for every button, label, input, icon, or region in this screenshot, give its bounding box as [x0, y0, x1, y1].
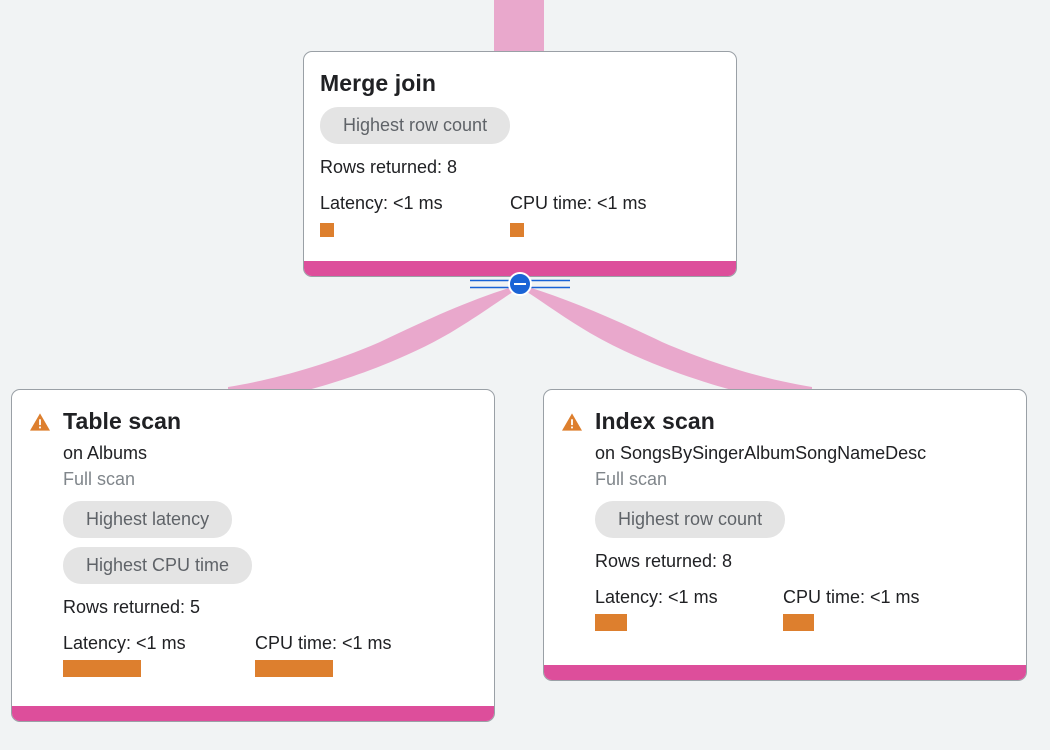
table-scan-cpu-label: CPU time: <1 ms: [255, 633, 392, 653]
table-scan-scan-type: Full scan: [63, 469, 136, 489]
index-scan-cpu-metric: CPU time: <1 ms: [783, 585, 920, 631]
index-scan-accent-bar: [544, 665, 1026, 680]
edge-parent-inbound: [494, 0, 544, 52]
merge-join-detail: Highest row count Rows returned: 8 Laten…: [320, 98, 719, 237]
merge-join-latency-label: Latency: <1 ms: [320, 193, 443, 213]
table-scan-title: Table scan: [63, 408, 182, 434]
merge-join-rows-returned: Rows returned: 8: [320, 157, 458, 177]
table-scan-latency-metric: Latency: <1 ms: [63, 631, 255, 677]
merge-join-title: Merge join: [320, 70, 437, 96]
index-scan-latency-metric: Latency: <1 ms: [595, 585, 783, 631]
table-scan-subtitle: on Albums: [63, 443, 148, 463]
merge-join-latency-bar: [320, 223, 334, 237]
table-scan-header: Table scan: [29, 406, 477, 436]
index-scan-subtitle: on SongsBySingerAlbumSongNameDesc: [595, 443, 927, 463]
index-scan-body: Index scan on SongsBySingerAlbumSongName…: [544, 390, 1026, 643]
index-scan-title: Index scan: [595, 408, 715, 434]
plan-node-merge-join[interactable]: Merge join Highest row count Rows return…: [303, 51, 737, 277]
index-scan-latency-bar: [595, 614, 627, 631]
index-scan-cpu-bar: [783, 614, 814, 631]
warning-triangle-icon: [30, 413, 50, 431]
table-scan-body: Table scan on Albums Full scan Highest l…: [12, 390, 494, 689]
merge-join-cpu-label: CPU time: <1 ms: [510, 193, 647, 213]
index-scan-metrics: Latency: <1 ms CPU time: <1 ms: [595, 585, 1009, 631]
table-scan-accent-bar: [12, 706, 494, 721]
table-scan-chip-row-1: Highest latency: [63, 492, 477, 538]
badge-highest-row-count: Highest row count: [595, 501, 786, 538]
collapse-minus-icon[interactable]: [508, 272, 532, 296]
collapse-children-toggle[interactable]: [470, 272, 570, 296]
table-scan-chip-row-2: Highest CPU time: [63, 538, 477, 584]
table-scan-latency-label: Latency: <1 ms: [63, 633, 186, 653]
table-scan-metrics: Latency: <1 ms CPU time: <1 ms: [63, 631, 477, 677]
badge-highest-row-count: Highest row count: [320, 107, 511, 144]
index-scan-chip-row: Highest row count: [595, 492, 1009, 538]
merge-join-latency-metric: Latency: <1 ms: [320, 191, 510, 237]
merge-join-accent-bar: [304, 261, 736, 276]
table-scan-latency-bar: [63, 660, 141, 677]
edge-merge-join-to-table-scan: [228, 287, 516, 392]
index-scan-scan-type: Full scan: [595, 469, 668, 489]
table-scan-cpu-metric: CPU time: <1 ms: [255, 631, 392, 677]
table-scan-detail: on Albums Full scan Highest latency High…: [63, 440, 477, 677]
merge-join-header: Merge join: [320, 68, 719, 98]
merge-join-chip-row: Highest row count: [320, 98, 719, 144]
edge-merge-join-to-index-scan: [524, 287, 812, 392]
merge-join-metrics: Latency: <1 ms CPU time: <1 ms: [320, 191, 719, 237]
warning-triangle-icon: [562, 413, 582, 431]
index-scan-header: Index scan: [561, 406, 1009, 436]
plan-node-index-scan[interactable]: Index scan on SongsBySingerAlbumSongName…: [543, 389, 1027, 681]
merge-join-cpu-metric: CPU time: <1 ms: [510, 191, 647, 237]
badge-highest-cpu-time: Highest CPU time: [63, 547, 253, 584]
index-scan-latency-label: Latency: <1 ms: [595, 587, 718, 607]
index-scan-cpu-label: CPU time: <1 ms: [783, 587, 920, 607]
merge-join-cpu-bar: [510, 223, 524, 237]
index-scan-rows-returned: Rows returned: 8: [595, 551, 733, 571]
merge-join-body: Merge join Highest row count Rows return…: [304, 52, 736, 249]
index-scan-detail: on SongsBySingerAlbumSongNameDesc Full s…: [595, 440, 1009, 631]
table-scan-rows-returned: Rows returned: 5: [63, 597, 201, 617]
table-scan-cpu-bar: [255, 660, 333, 677]
plan-node-table-scan[interactable]: Table scan on Albums Full scan Highest l…: [11, 389, 495, 722]
badge-highest-latency: Highest latency: [63, 501, 233, 538]
